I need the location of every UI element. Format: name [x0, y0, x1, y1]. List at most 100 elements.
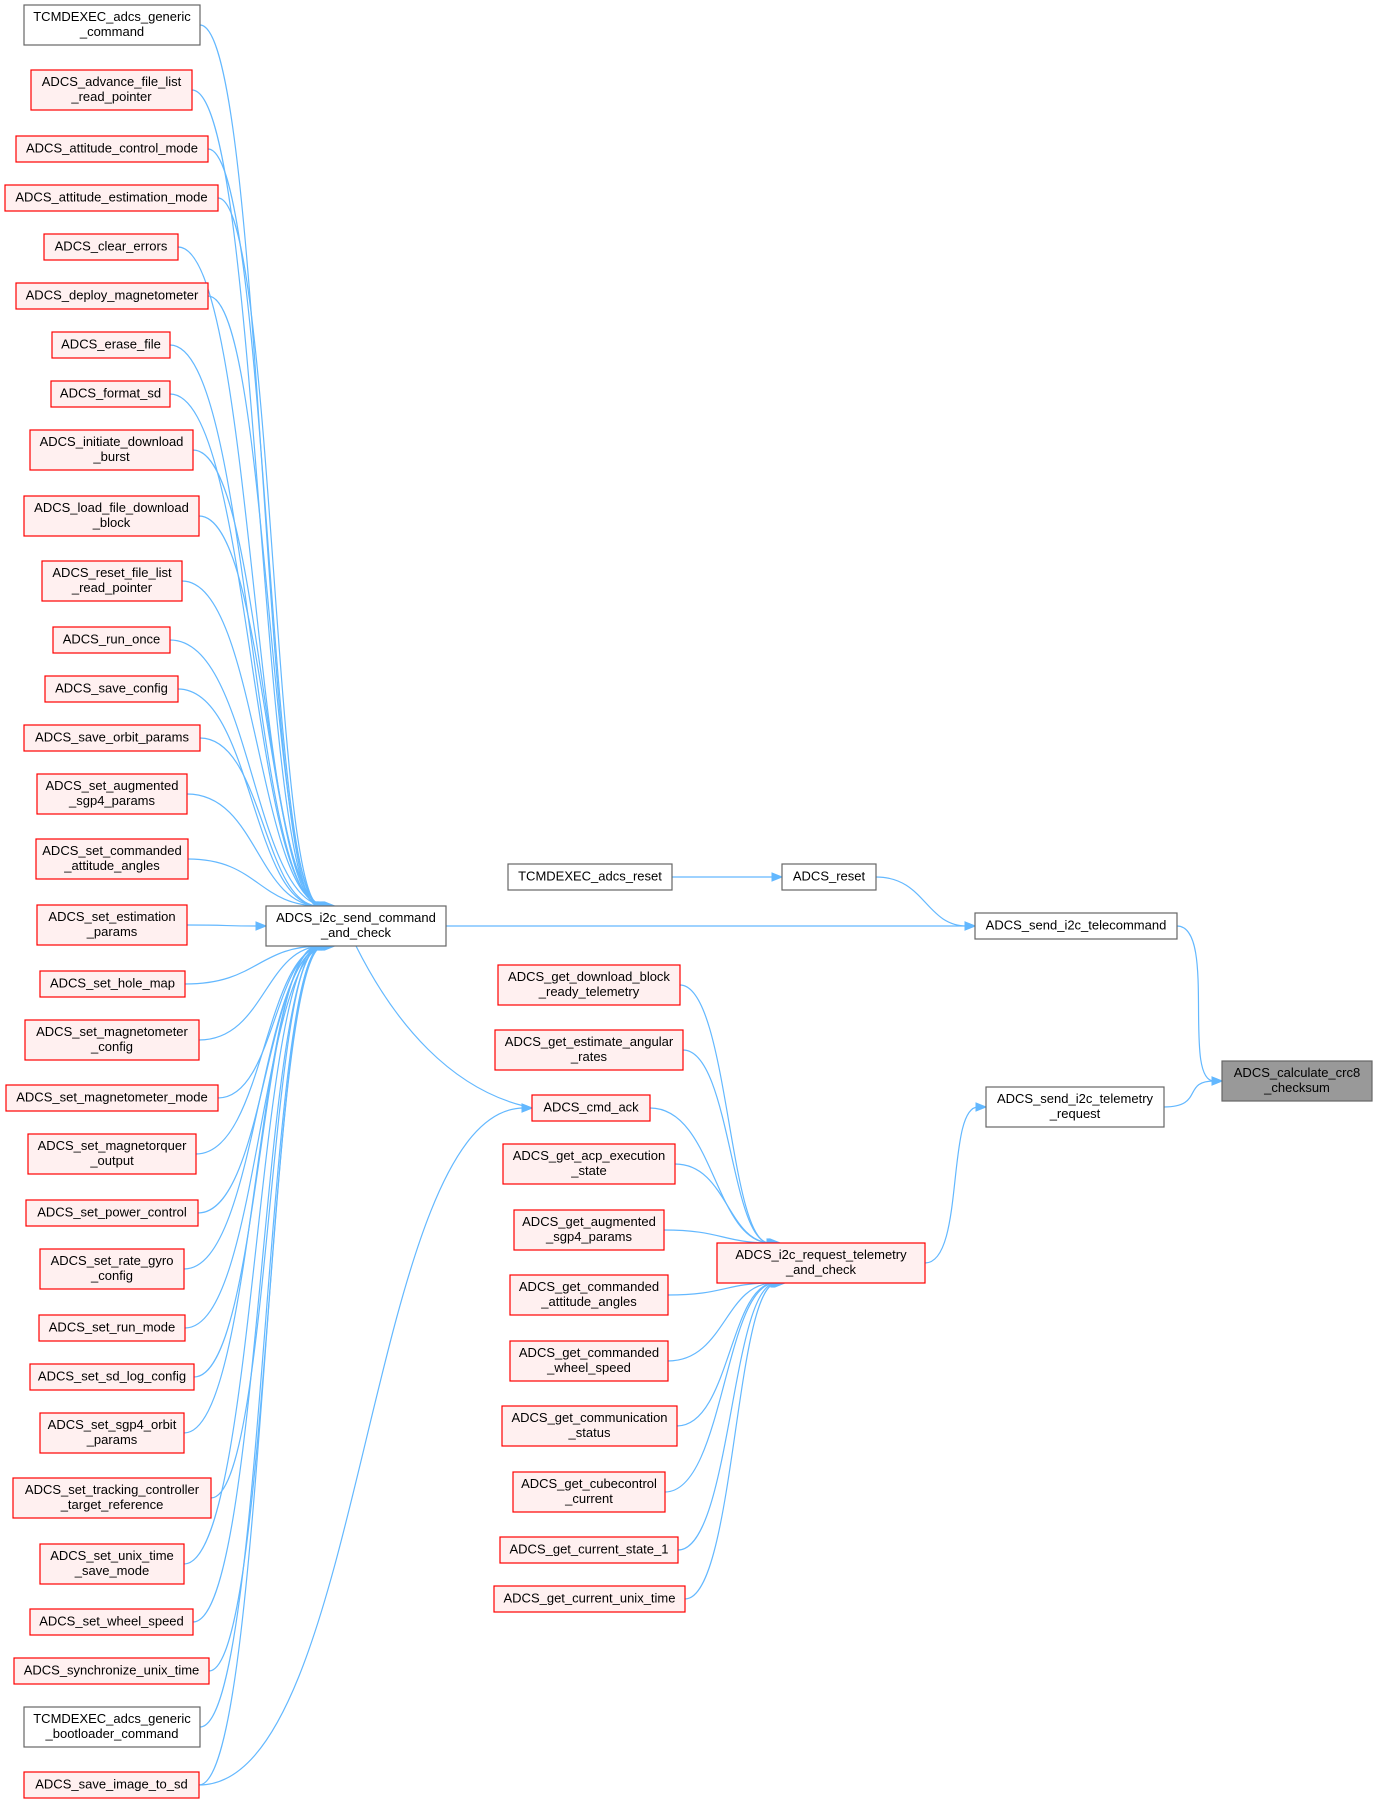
edge-send-telecommand-to-calculate-crc8 [1176, 925, 1215, 1082]
node-advance-file-list[interactable]: ADCS_advance_file_list_read_pointer [30, 69, 193, 111]
arrowhead [1211, 1076, 1224, 1086]
node-box [44, 675, 179, 703]
node-load-file-download[interactable]: ADCS_load_file_download_block [23, 495, 200, 537]
edge-run-once-to-i2c-send [169, 639, 327, 907]
node-i2c-send[interactable]: ADCS_i2c_send_command_and_check [265, 905, 447, 947]
node-label: ADCS_get_commanded [519, 1345, 659, 1360]
edge-set-hole-map-to-i2c-send [184, 945, 323, 985]
node-get-acp-execution[interactable]: ADCS_get_acp_execution_state [502, 1143, 676, 1185]
node-get-augmented[interactable]: ADCS_get_augmented_sgp4_params [513, 1209, 665, 1251]
node-set-estimation[interactable]: ADCS_set_estimation_params [36, 904, 188, 946]
node-label: _command [79, 24, 144, 39]
node-set-power-control[interactable]: ADCS_set_power_control [25, 1199, 199, 1227]
node-box [39, 1543, 185, 1585]
node-set-tracking[interactable]: ADCS_set_tracking_controller_target_refe… [12, 1477, 212, 1519]
node-format-sd[interactable]: ADCS_format_sd [50, 380, 171, 408]
node-calculate-crc8[interactable]: ADCS_calculate_crc8_checksum [1221, 1060, 1373, 1102]
node-box [509, 1274, 669, 1316]
node-set-magnetometer-config[interactable]: ADCS_set_magnetometer_config [24, 1019, 200, 1061]
node-label: ADCS_set_power_control [37, 1205, 187, 1220]
node-label: _read_pointer [71, 580, 153, 595]
node-box [507, 863, 673, 891]
node-label: ADCS_i2c_request_telemetry [735, 1247, 907, 1262]
node-box [35, 838, 189, 880]
node-set-unix-time[interactable]: ADCS_set_unix_time_save_mode [39, 1543, 185, 1585]
node-label: _params [86, 924, 138, 939]
node-set-sd-log[interactable]: ADCS_set_sd_log_config [29, 1363, 195, 1391]
node-set-magnetometer-mode[interactable]: ADCS_set_magnetometer_mode [5, 1084, 219, 1112]
node-get-communication[interactable]: ADCS_get_communication_status [501, 1405, 678, 1447]
node-set-augmented[interactable]: ADCS_set_augmented_sgp4_params [36, 773, 188, 815]
node-get-current-unix[interactable]: ADCS_get_current_unix_time [493, 1585, 686, 1613]
node-set-rate-gyro[interactable]: ADCS_set_rate_gyro_config [39, 1248, 185, 1290]
node-box [23, 724, 201, 752]
node-attitude-control-mode[interactable]: ADCS_attitude_control_mode [15, 135, 209, 163]
node-box [29, 1608, 194, 1636]
edge-advance-file-list-to-i2c-send [191, 89, 319, 907]
node-label: ADCS_get_augmented [522, 1214, 656, 1229]
node-box [502, 1143, 676, 1185]
node-label: ADCS_reset [793, 869, 866, 884]
node-label: _config [90, 1039, 133, 1054]
node-box [15, 135, 209, 163]
node-label: ADCS_get_current_unix_time [504, 1591, 676, 1606]
node-run-once[interactable]: ADCS_run_once [52, 626, 171, 654]
node-adcs-reset[interactable]: ADCS_reset [781, 863, 877, 891]
node-box [5, 1084, 219, 1112]
node-get-cubecontrol[interactable]: ADCS_get_cubecontrol_current [512, 1471, 666, 1513]
edge-set-wheel-speed-to-i2c-send [192, 945, 322, 1623]
node-get-download-block[interactable]: ADCS_get_download_block_ready_telemetry [497, 964, 681, 1006]
node-tcmdexec-bootloader[interactable]: TCMDEXEC_adcs_generic_bootloader_command [23, 1706, 201, 1748]
node-tcmdexec-generic[interactable]: TCMDEXEC_adcs_generic_command [23, 4, 201, 46]
node-get-commanded-wheel[interactable]: ADCS_get_commanded_wheel_speed [509, 1340, 669, 1382]
edge-attitude-estimation-mode-to-i2c-send [217, 197, 321, 907]
node-i2c-request[interactable]: ADCS_i2c_request_telemetry_and_check [716, 1242, 926, 1284]
node-send-telecommand[interactable]: ADCS_send_i2c_telecommand [974, 912, 1178, 940]
edge-set-power-control-to-i2c-send [197, 945, 326, 1214]
node-set-wheel-speed[interactable]: ADCS_set_wheel_speed [29, 1608, 194, 1636]
node-label: ADCS_deploy_magnetometer [26, 288, 199, 303]
node-deploy-magnetometer[interactable]: ADCS_deploy_magnetometer [15, 282, 209, 310]
node-cmd-ack[interactable]: ADCS_cmd_ack [531, 1094, 651, 1122]
node-send-telemetry-request[interactable]: ADCS_send_i2c_telemetry_request [985, 1086, 1165, 1128]
node-label: _attitude_angles [540, 1294, 637, 1309]
node-reset-file-list[interactable]: ADCS_reset_file_list_read_pointer [41, 560, 183, 602]
node-label: ADCS_load_file_download [34, 500, 189, 515]
node-initiate-download[interactable]: ADCS_initiate_download_burst [29, 429, 194, 471]
node-box [51, 331, 171, 359]
node-save-orbit-params[interactable]: ADCS_save_orbit_params [23, 724, 201, 752]
node-label: _read_pointer [70, 89, 152, 104]
node-set-hole-map[interactable]: ADCS_set_hole_map [39, 970, 186, 998]
node-set-run-mode[interactable]: ADCS_set_run_mode [38, 1314, 186, 1342]
node-get-estimate-angular[interactable]: ADCS_get_estimate_angular_rates [494, 1029, 684, 1071]
node-label: ADCS_run_once [63, 632, 161, 647]
node-box [39, 970, 186, 998]
node-label: ADCS_get_communication [511, 1410, 667, 1425]
node-get-commanded-attitude[interactable]: ADCS_get_commanded_attitude_angles [509, 1274, 669, 1316]
node-label: ADCS_advance_file_list [42, 74, 182, 89]
node-erase-file[interactable]: ADCS_erase_file [51, 331, 171, 359]
node-attitude-estimation-mode[interactable]: ADCS_attitude_estimation_mode [4, 184, 219, 212]
node-set-sgp4-orbit[interactable]: ADCS_set_sgp4_orbit_params [39, 1412, 185, 1454]
node-save-config[interactable]: ADCS_save_config [44, 675, 179, 703]
node-label: ADCS_set_rate_gyro [51, 1253, 174, 1268]
node-label: _sgp4_params [545, 1229, 632, 1244]
node-label: _wheel_speed [546, 1360, 631, 1375]
node-get-current-state[interactable]: ADCS_get_current_state_1 [499, 1536, 679, 1564]
node-box [499, 1536, 679, 1564]
node-tcmdexec-reset[interactable]: TCMDEXEC_adcs_reset [507, 863, 673, 891]
node-set-magnetorquer[interactable]: ADCS_set_magnetorquer_output [27, 1133, 197, 1175]
node-label: ADCS_get_commanded [519, 1279, 659, 1294]
node-label: ADCS_set_sgp4_orbit [48, 1417, 177, 1432]
node-label: _ready_telemetry [538, 984, 640, 999]
node-box [30, 69, 193, 111]
edge-clear-errors-to-i2c-send [177, 246, 322, 907]
node-box [23, 495, 200, 537]
edge-set-rate-gyro-to-i2c-send [183, 945, 327, 1270]
node-clear-errors[interactable]: ADCS_clear_errors [43, 233, 179, 261]
node-label: ADCS_set_magnetometer_mode [16, 1090, 208, 1105]
node-save-image[interactable]: ADCS_save_image_to_sd [23, 1771, 200, 1799]
node-set-commanded[interactable]: ADCS_set_commanded_attitude_angles [35, 838, 189, 880]
node-synchronize-unix[interactable]: ADCS_synchronize_unix_time [13, 1657, 210, 1685]
